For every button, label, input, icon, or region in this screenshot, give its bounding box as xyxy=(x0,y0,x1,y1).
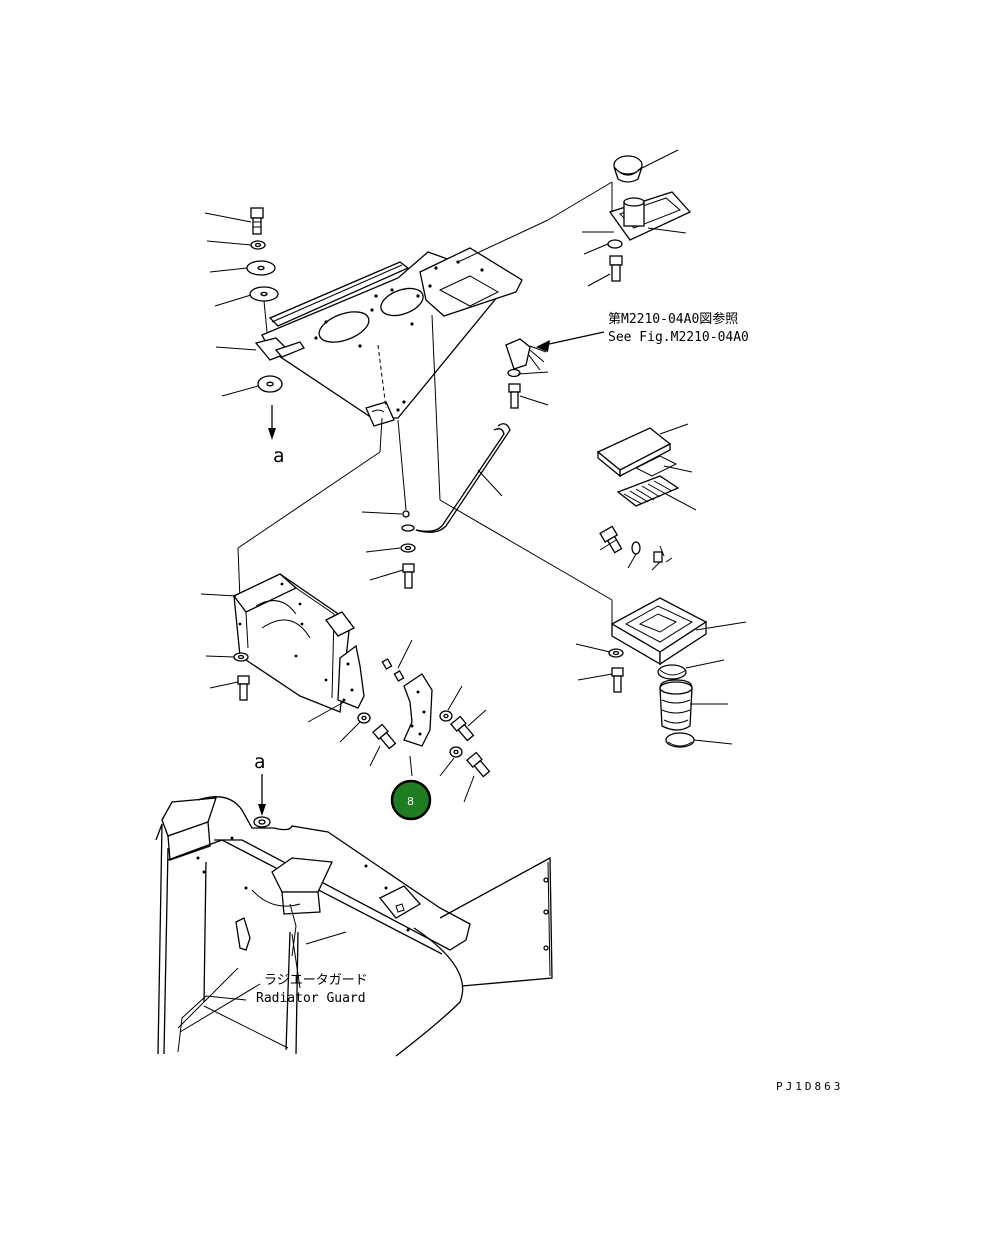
center-gasket-bolts xyxy=(339,639,491,803)
bent-rod xyxy=(361,423,511,589)
connection-lines xyxy=(237,417,613,630)
radiator-guard xyxy=(155,774,553,1057)
position-badge[interactable]: 8 xyxy=(390,779,432,821)
leader-lines-top-left xyxy=(204,212,259,397)
view-marker-top: a xyxy=(273,445,284,467)
view-marker-bottom: a xyxy=(254,751,265,773)
radiator-guard-label-jp: ラジエータガード xyxy=(264,973,368,988)
top-right-cap-assembly xyxy=(457,149,692,287)
reference-note-jp: 第M2210-04A0図参照 xyxy=(608,311,738,327)
clamp-hardware xyxy=(505,331,605,409)
main-bracket xyxy=(254,247,523,511)
right-box-assembly xyxy=(575,423,747,693)
left-duct-bracket xyxy=(200,573,365,723)
badge-label: 8 xyxy=(407,795,414,808)
top-left-hardware xyxy=(246,207,283,440)
reference-note-en: See Fig.M2210-04A0 xyxy=(608,330,749,345)
hose-and-clamps xyxy=(657,659,733,748)
drawing-code: PJ1D863 xyxy=(776,1080,843,1093)
badge-circle xyxy=(390,779,432,821)
radiator-guard-label-en: Radiator Guard xyxy=(256,991,366,1006)
